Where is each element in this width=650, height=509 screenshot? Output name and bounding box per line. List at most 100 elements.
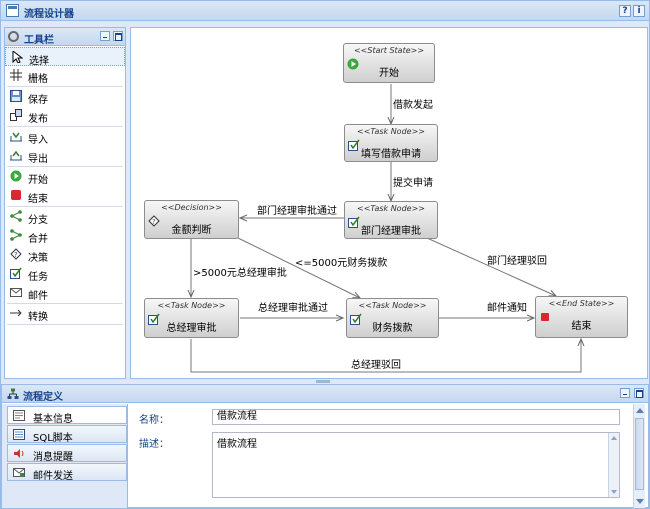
design-canvas[interactable]: 借款发起 提交申请 部门经理审批通过 部门经理驳回 >5000元总经理审批 <=…	[130, 27, 648, 379]
sql-icon	[13, 429, 25, 440]
edge-label: 总经理审批通过	[258, 303, 328, 314]
sound-icon	[14, 449, 24, 458]
tool-label: 决策	[28, 253, 48, 264]
window-titlebar: 流程设计器 ? i	[1, 1, 649, 21]
end-icon	[541, 313, 549, 321]
tab-basic-info[interactable]: 基本信息	[7, 406, 127, 425]
tool-label: 导出	[28, 154, 48, 165]
node-gm-approval[interactable]: <<Task Node>> 总经理审批	[144, 298, 239, 338]
node-decision[interactable]: <<Decision>> ? 金额判断	[144, 200, 239, 239]
svg-text:?: ?	[152, 218, 156, 226]
toolbox-separator	[7, 303, 123, 304]
svg-text:?: ?	[14, 251, 18, 259]
task-icon	[148, 313, 160, 325]
tool-start[interactable]: 开始	[5, 167, 125, 186]
grid-icon	[10, 69, 22, 81]
tool-publish[interactable]: 发布	[5, 106, 125, 125]
node-stereotype: <<End State>>	[548, 299, 615, 308]
toolbox-title: 工具栏	[24, 35, 54, 46]
panel-splitter[interactable]	[316, 380, 330, 383]
tool-import[interactable]: 导入	[5, 127, 125, 146]
tool-label: 选择	[29, 56, 49, 67]
tab-message-reminder[interactable]: 消息提醒	[7, 444, 127, 463]
tool-mail[interactable]: 邮件	[5, 283, 125, 302]
tool-label: 导入	[28, 135, 48, 146]
edge-under5000[interactable]	[237, 237, 360, 298]
tool-end[interactable]: 结束	[5, 186, 125, 205]
task-icon	[348, 139, 360, 151]
decision-icon: ?	[148, 215, 160, 227]
toolbox-minimize-button[interactable]	[100, 31, 110, 41]
tab-mail-send[interactable]: 邮件发送	[7, 463, 127, 482]
tool-export[interactable]: 导出	[5, 146, 125, 165]
tool-label: 邮件	[28, 291, 48, 302]
task-icon	[10, 267, 22, 279]
scroll-thumb[interactable]	[635, 418, 644, 490]
node-start[interactable]: <<Start State>> 开始	[343, 43, 435, 83]
toolbox-separator	[7, 86, 123, 87]
node-name: 部门经理审批	[361, 226, 421, 237]
node-name: 结束	[571, 321, 592, 332]
tool-save[interactable]: 保存	[5, 87, 125, 106]
properties-scrollbar[interactable]	[633, 404, 645, 508]
node-end[interactable]: <<End State>> 结束	[535, 296, 628, 338]
properties-maximize-button[interactable]	[634, 388, 644, 398]
node-name: 总经理审批	[166, 323, 217, 334]
scroll-down-icon[interactable]	[611, 490, 617, 494]
node-name: 填写借款申请	[361, 149, 421, 160]
tool-label: 任务	[28, 272, 48, 283]
transition-icon	[10, 309, 22, 317]
save-icon	[10, 90, 22, 102]
mail-send-icon	[13, 468, 25, 477]
properties-panel: 流程定义 基本信息 SQL脚本 消息提醒 邮件发送 名称： 借款流程	[1, 384, 649, 508]
edge-gm-reject[interactable]	[190, 339, 581, 373]
node-finance[interactable]: <<Task Node>> 财务拨款	[346, 298, 439, 338]
toolbox-maximize-button[interactable]	[113, 31, 123, 41]
tab-label: 邮件发送	[33, 471, 73, 482]
description-scrollbar[interactable]	[608, 433, 619, 497]
mail-icon	[10, 288, 22, 297]
description-field[interactable]: 借款流程	[212, 432, 620, 498]
end-icon	[11, 190, 21, 200]
scroll-down-icon[interactable]	[636, 499, 644, 504]
description-text: 借款流程	[217, 439, 257, 450]
fork-icon	[10, 210, 22, 222]
decision-icon: ?	[10, 248, 22, 260]
name-field[interactable]: 借款流程	[212, 409, 620, 425]
scroll-up-icon[interactable]	[636, 408, 644, 413]
node-stereotype: <<Task Node>>	[358, 301, 427, 310]
tool-select[interactable]: 选择	[5, 47, 125, 67]
node-dept-approval[interactable]: <<Task Node>> 部门经理审批	[344, 201, 438, 239]
publish-icon	[10, 109, 22, 121]
properties-header: 流程定义	[2, 385, 648, 403]
cursor-icon	[12, 51, 23, 63]
toolbox-separator	[7, 126, 123, 127]
node-fill-application[interactable]: <<Task Node>> 填写借款申请	[344, 124, 438, 162]
toolbox-separator	[7, 324, 123, 325]
toolbox-panel: 工具栏 选择 栅格 保存 发布 导入 导出	[4, 27, 126, 379]
export-icon	[10, 150, 22, 161]
tool-transition[interactable]: 转换	[5, 304, 125, 323]
node-stereotype: <<Decision>>	[161, 203, 222, 212]
scroll-up-icon[interactable]	[611, 436, 617, 440]
tab-sql-script[interactable]: SQL脚本	[7, 425, 127, 444]
transition-lines	[131, 84, 647, 373]
tool-task[interactable]: 任务	[5, 264, 125, 283]
name-label: 名称：	[139, 415, 169, 426]
edge-label: 总经理驳回	[351, 360, 401, 371]
tool-grid[interactable]: 栅格	[5, 66, 125, 85]
tool-label: 开始	[28, 175, 48, 186]
toolbox-separator	[7, 206, 123, 207]
info-icon	[13, 410, 25, 421]
node-name: 开始	[379, 68, 399, 79]
window-icon	[6, 4, 19, 17]
tool-decision[interactable]: ? 决策	[5, 245, 125, 264]
tool-fork[interactable]: 分支	[5, 207, 125, 226]
tab-label: SQL脚本	[33, 433, 73, 444]
edge-label: 邮件通知	[487, 303, 527, 314]
help-button[interactable]: ?	[619, 5, 631, 17]
info-button[interactable]: i	[633, 5, 645, 17]
edge-dept-reject[interactable]	[426, 237, 556, 296]
properties-minimize-button[interactable]	[620, 388, 630, 398]
tool-join[interactable]: 合并	[5, 226, 125, 245]
